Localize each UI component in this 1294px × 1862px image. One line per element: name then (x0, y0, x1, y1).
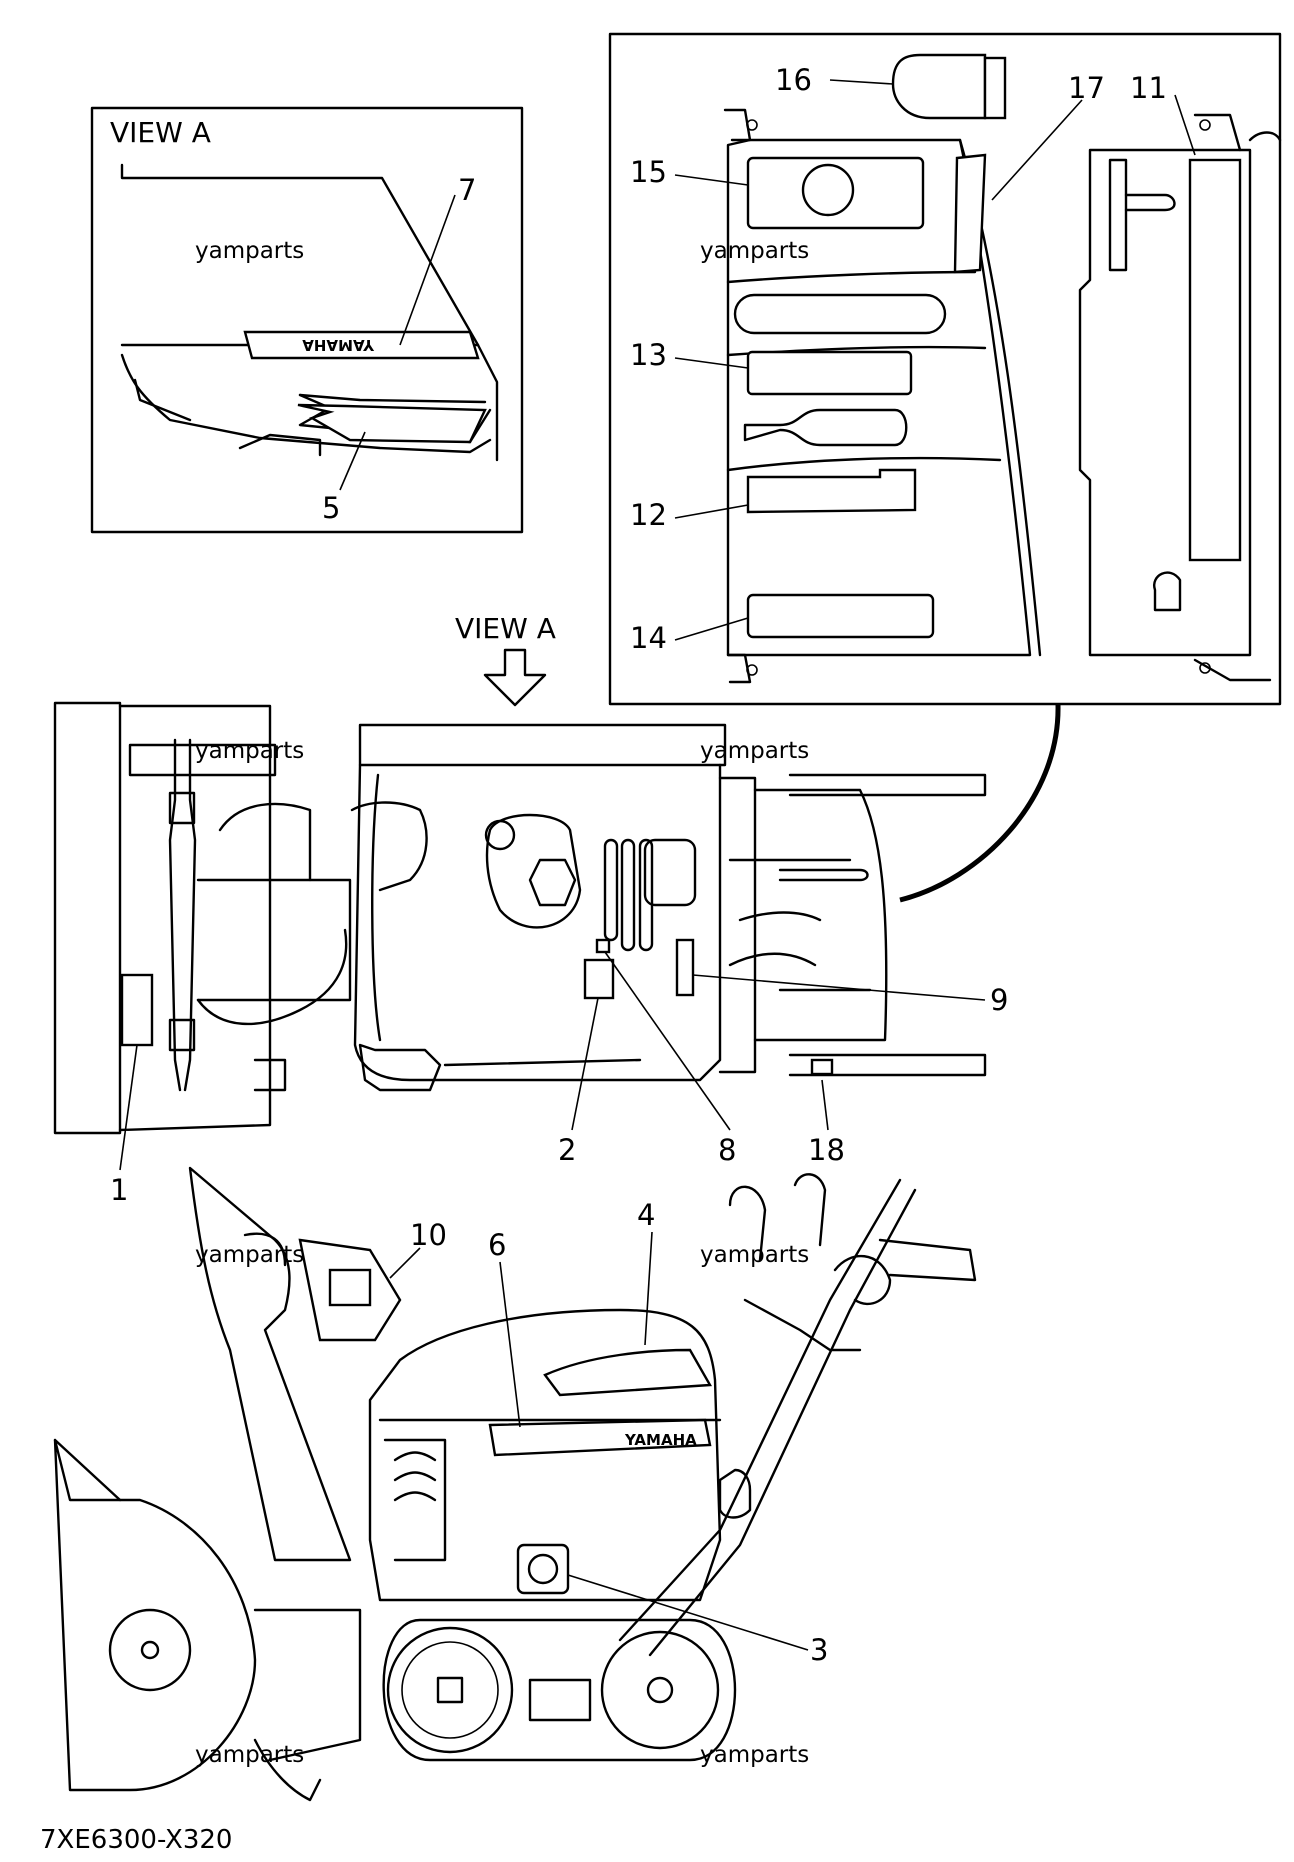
idler-wheel (600, 1630, 720, 1750)
callout-12: 12 (630, 498, 667, 532)
watermark-7: yamparts (195, 1742, 304, 1768)
label-4-shape (543, 1348, 712, 1397)
label-17-shape (953, 153, 987, 274)
callout-17: 17 (1068, 71, 1105, 105)
callout-11: 11 (1130, 71, 1167, 105)
callout-9: 9 (990, 983, 1008, 1017)
label-9-shape (675, 938, 695, 997)
callout-13: 13 (630, 338, 667, 372)
callout-15: 15 (630, 155, 667, 189)
callout-14: 14 (630, 621, 667, 655)
label-11-shape (1188, 158, 1242, 562)
label-14-shape (746, 593, 935, 639)
callout-6: 6 (488, 1228, 506, 1262)
watermark-3: yamparts (195, 738, 304, 764)
down-arrow-icon (483, 648, 547, 707)
inset-pointer-curve (899, 704, 1061, 903)
top-view: 1 2 8 9 (53, 701, 1008, 1207)
callout-7: 7 (458, 173, 476, 207)
label-18-shape (810, 1058, 834, 1076)
callout-4: 4 (637, 1198, 655, 1232)
callout-18: 18 (808, 1133, 845, 1167)
label-3-shape (516, 1543, 570, 1595)
watermark-4: yamparts (700, 738, 809, 764)
yamaha-decal-side-text: YAMAHA (624, 1431, 697, 1449)
side-view: 10 4 YAMAHA 6 3 (53, 1166, 977, 1802)
label-8-shape (595, 938, 611, 954)
drawing-code: 7XE6300-X320 (40, 1825, 232, 1855)
callout-16: 16 (775, 63, 812, 97)
callout-8: 8 (718, 1133, 736, 1167)
watermark-5: yamparts (195, 1242, 304, 1268)
callout-1: 1 (110, 1173, 128, 1207)
watermark-8: yamparts (700, 1742, 809, 1768)
watermark-1: yamparts (195, 238, 304, 264)
callout-2: 2 (558, 1133, 576, 1167)
view-a-pointer: VIEW A (455, 612, 556, 707)
callout-10: 10 (410, 1218, 447, 1252)
view-a-pointer-label: VIEW A (455, 612, 556, 645)
label-15-shape (746, 156, 925, 230)
view-a-inset: VIEW A YAMAHA 7 5 yamparts (90, 106, 524, 534)
yamaha-decal-view-a (243, 330, 480, 360)
label-12-shape (746, 468, 917, 514)
control-panel-inset: 16 15 17 13 12 14 (608, 32, 1282, 706)
label-16-shape (891, 53, 987, 120)
watermark-6: yamparts (700, 1242, 809, 1268)
yamaha-decal-side (488, 1418, 712, 1457)
callout-3: 3 (810, 1633, 828, 1667)
label-13-shape (746, 350, 913, 396)
drive-wheel (386, 1626, 514, 1754)
callout-5: 5 (322, 491, 340, 525)
yamaha-decal-text-inverted: YAMAHA (302, 336, 375, 354)
label-1-shape (120, 973, 154, 1047)
watermark-2: yamparts (700, 238, 809, 264)
label-2-shape (583, 958, 615, 1000)
view-a-title: VIEW A (110, 116, 211, 149)
